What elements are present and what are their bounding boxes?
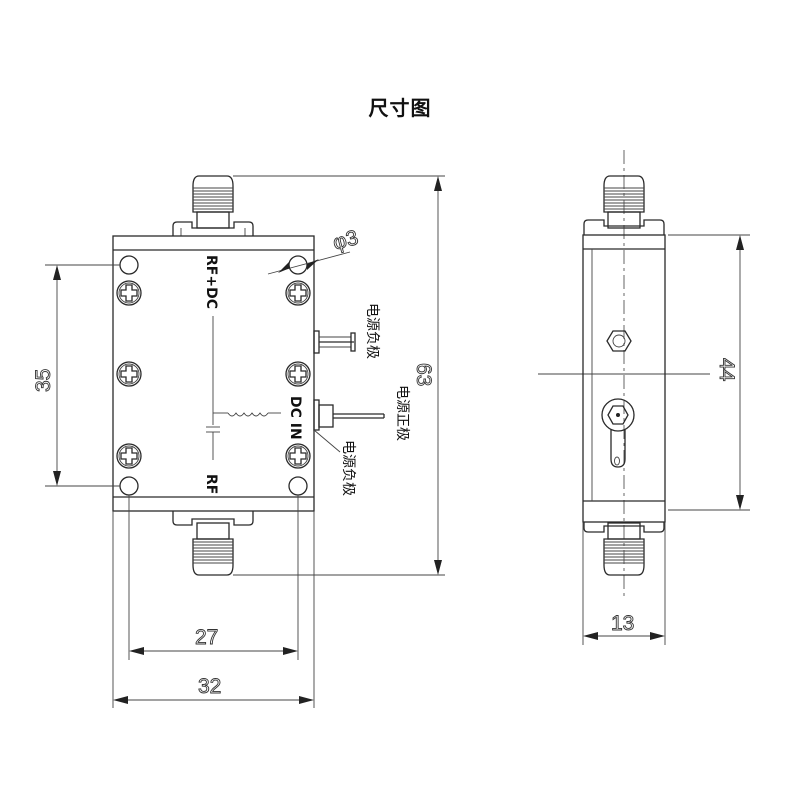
side-dimension-height: 44 xyxy=(715,358,738,382)
sma-connector-top xyxy=(192,175,234,229)
sma-connector-bottom xyxy=(192,522,234,576)
dimension-hole-spacing-vertical: 35 xyxy=(32,369,55,392)
screw-icon xyxy=(285,361,311,387)
dimension-overall-height: 63 xyxy=(412,363,435,386)
side-body xyxy=(582,234,666,523)
mounting-hole-icon xyxy=(119,476,139,496)
screw-icon xyxy=(285,280,311,306)
hole-diameter-callout: φ3 xyxy=(330,226,360,255)
annotation-positive: 电源正极 xyxy=(394,385,410,441)
mounting-hole-icon xyxy=(119,255,139,275)
hex-nut-icon xyxy=(606,330,632,352)
side-dimension-depth: 13 xyxy=(611,612,634,635)
page-title: 尺寸图 xyxy=(368,96,432,120)
annotation-negative-lower: 电源负极 xyxy=(340,440,356,496)
front-view: RF+DC RF DC IN 电源负极 电源正极 电源负极 xyxy=(32,175,445,708)
dimension-body-width: 32 xyxy=(198,675,221,698)
dc-in-label: DC IN xyxy=(287,396,303,440)
mounting-hole-icon xyxy=(288,476,308,496)
screw-icon xyxy=(116,361,142,387)
dimension-hole-spacing-horizontal: 27 xyxy=(195,626,218,649)
screw-icon xyxy=(116,443,142,469)
port-label-rf-dc: RF+DC xyxy=(203,255,219,309)
side-view: 44 13 xyxy=(538,150,750,645)
screw-icon xyxy=(285,443,311,469)
bias-tee-schematic xyxy=(206,316,281,460)
port-label-rf: RF xyxy=(203,474,219,494)
feedthrough-terminal-icon xyxy=(601,398,635,432)
ground-terminal-upper xyxy=(313,330,356,354)
dc-positive-terminal xyxy=(313,399,385,431)
inductor-icon xyxy=(227,412,269,417)
screw-icon xyxy=(116,280,142,306)
annotation-negative-upper: 电源负极 xyxy=(364,303,380,359)
mounting-hole-icon xyxy=(288,255,308,275)
module-body xyxy=(112,235,315,512)
